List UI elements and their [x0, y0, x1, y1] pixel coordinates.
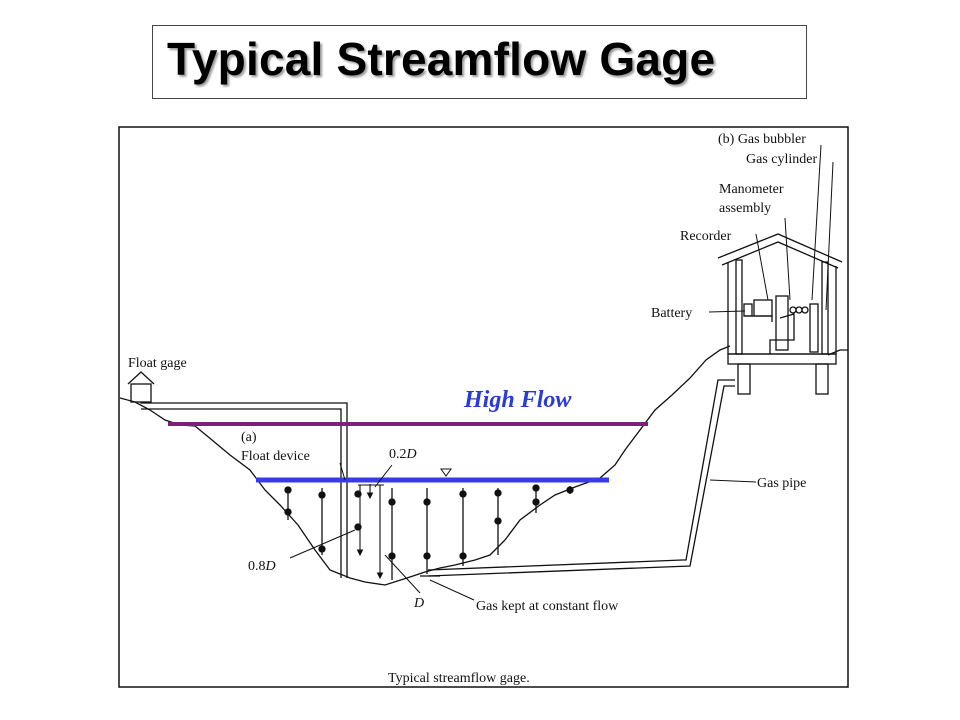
label-gas-bubbler: (b) Gas bubbler: [718, 132, 806, 147]
label-float-gage: Float gage: [128, 356, 187, 371]
label-battery: Battery: [651, 306, 692, 321]
label-gas-pipe: Gas pipe: [757, 476, 806, 491]
measurement-verticals: [284, 484, 574, 580]
gage-house: [717, 233, 843, 395]
title-box: Typical Streamflow Gage: [152, 25, 807, 99]
leader-lines: [289, 144, 834, 601]
label-high-flow: High Flow: [463, 387, 572, 413]
float-gage-pipe: [140, 402, 348, 578]
label-gas-constant: Gas kept at constant flow: [476, 599, 619, 614]
figure-caption: Typical streamflow gage.: [388, 671, 530, 686]
label-float-device: Float device: [241, 449, 310, 464]
gas-pipe: [420, 379, 735, 577]
label-section-a: (a): [241, 430, 257, 445]
water-level-marker: [440, 468, 452, 477]
label-manometer-2: assembly: [719, 201, 771, 216]
figure-frame: [118, 126, 849, 688]
label-manometer-1: Manometer: [719, 182, 784, 197]
label-depth-02: 0.2D: [389, 447, 417, 462]
channel-profile: [119, 345, 731, 586]
label-gas-cylinder: Gas cylinder: [746, 152, 817, 167]
label-recorder: Recorder: [680, 229, 732, 244]
float-gage-house: [127, 371, 155, 403]
depth-dimensions: [356, 484, 384, 580]
label-depth-08: 0.8D: [248, 559, 276, 574]
label-depth-d: D: [413, 596, 424, 611]
page-title: Typical Streamflow Gage: [167, 33, 716, 85]
right-bank: [827, 349, 848, 356]
